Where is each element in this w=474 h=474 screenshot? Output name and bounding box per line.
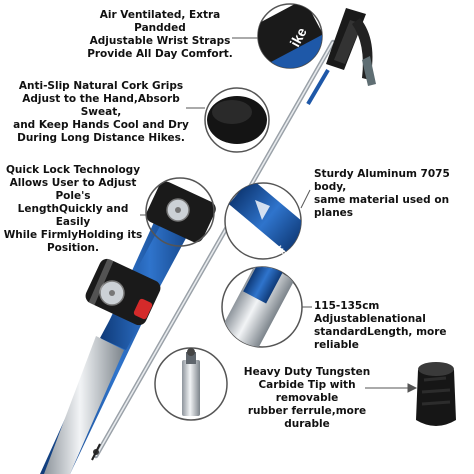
detail-circle-tip [154,347,228,421]
callout-cork-grips: Anti-Slip Natural Cork Grips Adjust to t… [13,80,189,144]
callout-connectors [140,37,418,393]
detail-circle-aluminum [224,182,302,260]
detail-circle-length [221,266,303,348]
callout-wrist-straps: Air Ventilated, Extra Pandded Adjustable… [87,9,233,60]
callout-quick-lock: Quick Lock Technology Allows User to Adj… [3,164,143,254]
rubber-ferrule [416,362,456,426]
lower-lock-clamp [85,258,161,326]
main-pole [91,8,376,461]
detail-circle-lock [145,177,215,247]
closeup-pole-section [40,181,216,474]
callout-carbide-tip: Heavy Duty Tungsten Carbide Tip with rem… [243,366,371,430]
callout-adjustable-length: 115-135cm Adjustablenational standardLen… [314,300,447,351]
callout-aluminum-body: Sturdy Aluminum 7075 body, same material… [314,168,450,219]
upper-lock-clamp [146,181,216,243]
detail-circle-grip [204,87,270,153]
